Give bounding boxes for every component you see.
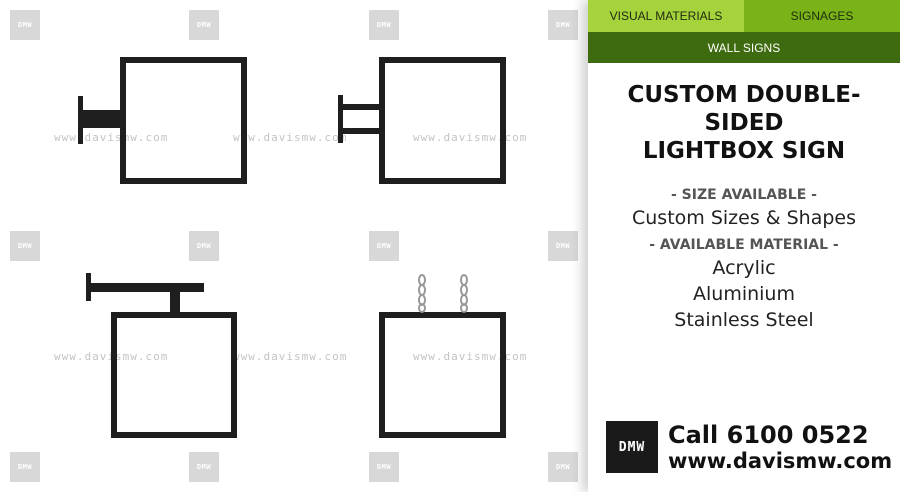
watermark-logo: DMW xyxy=(369,10,399,40)
watermark-logo: DMW xyxy=(548,10,578,40)
illustration-panel: DMW DMW DMW DMW DMW DMW DMW DMW DMW DMW … xyxy=(10,10,578,482)
wall-mount-single-bracket-lightbox-icon xyxy=(78,57,247,184)
breadcrumb-signages[interactable]: SIGNAGES xyxy=(744,0,900,32)
watermark-url: www.davismw.com xyxy=(233,350,348,363)
watermark-logo: DMW xyxy=(189,452,219,482)
watermark-logo: DMW xyxy=(548,231,578,261)
dmw-logo: DMW xyxy=(606,421,658,473)
watermark-logo: DMW xyxy=(189,231,219,261)
lightbox-illustrations xyxy=(78,57,506,438)
breadcrumb-visual-materials[interactable]: VISUAL MATERIALS xyxy=(588,0,744,32)
hanging-bracket-lightbox-icon xyxy=(86,273,237,438)
website-link[interactable]: www.davismw.com xyxy=(668,449,893,473)
phone-number[interactable]: Call 6100 0522 xyxy=(668,421,869,449)
material-value: Aluminium xyxy=(693,283,795,305)
watermark-url: www.davismw.com xyxy=(233,131,348,144)
size-value: Custom Sizes & Shapes xyxy=(631,207,857,229)
watermark-url: www.davismw.com xyxy=(413,131,528,144)
watermark-logo: DMW xyxy=(10,10,40,40)
product-title: CUSTOM DOUBLE-SIDED LIGHTBOX SIGN xyxy=(588,81,900,165)
size-label: - SIZE AVAILABLE - xyxy=(671,187,817,203)
material-value: Stainless Steel xyxy=(674,309,814,331)
breadcrumb-wall-signs[interactable]: WALL SIGNS xyxy=(588,32,900,63)
material-value: Acrylic xyxy=(712,257,776,279)
watermark-url: www.davismw.com xyxy=(413,350,528,363)
watermark-logo: DMW xyxy=(548,452,578,482)
product-title-line2: LIGHTBOX SIGN xyxy=(642,138,846,164)
breadcrumb: VISUAL MATERIALS SIGNAGES xyxy=(588,0,900,32)
watermark-logo: DMW xyxy=(369,452,399,482)
wall-mount-double-bracket-lightbox-icon xyxy=(338,57,506,184)
chain-hanging-lightbox-icon xyxy=(379,274,506,438)
watermark-logo: DMW xyxy=(10,452,40,482)
watermark-logo: DMW xyxy=(10,231,40,261)
watermark-logo: DMW xyxy=(189,10,219,40)
contact-block: DMW Call 6100 0522 www.davismw.com xyxy=(606,421,892,473)
material-label: - AVAILABLE MATERIAL - xyxy=(649,237,839,253)
product-info-panel: VISUAL MATERIALS SIGNAGES WALL SIGNS CUS… xyxy=(588,0,900,492)
watermark-url: www.davismw.com xyxy=(54,350,169,363)
watermark-logo: DMW xyxy=(369,231,399,261)
product-title-line1: CUSTOM DOUBLE-SIDED xyxy=(627,82,861,136)
